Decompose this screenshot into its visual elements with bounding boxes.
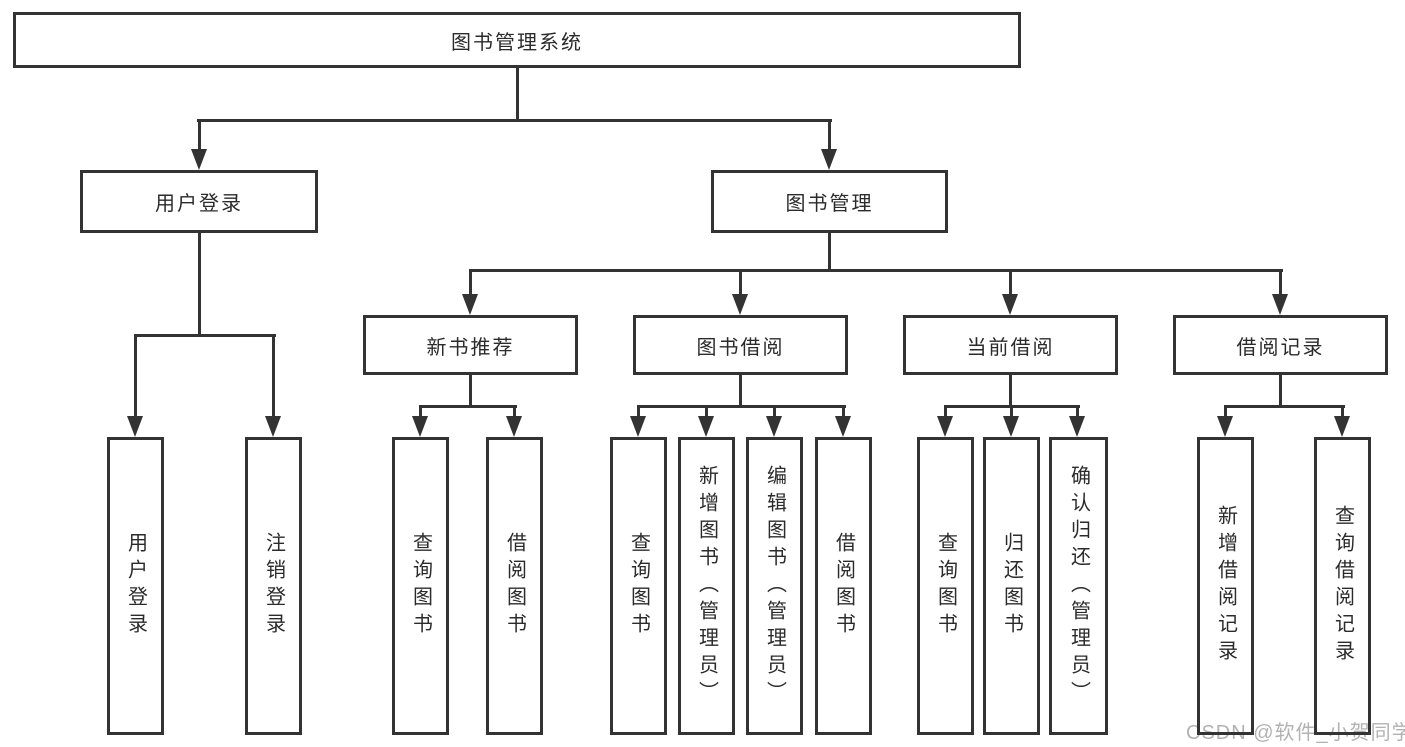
node-book-management: 图书管理 [711,170,948,233]
connector-vline [1279,373,1282,408]
arrow-down-icon [630,416,646,437]
arrow-down-icon [191,149,207,170]
connector-stem [637,405,640,418]
leaf-edit-book-admin-label: 编辑图书（管理员） [763,464,786,708]
connector-stem [828,119,831,151]
arrow-down-icon [835,416,851,437]
leaf-user-login-label: 用户登录 [124,532,147,640]
arrow-down-icon [1003,416,1019,437]
arrow-down-icon [265,416,281,437]
connector-stem [513,405,516,418]
node-root: 图书管理系统 [13,12,1021,68]
arrow-down-icon [127,416,143,437]
leaf-confirm-return-admin-label: 确认归还（管理员） [1067,464,1090,708]
node-current-borrow-label: 当前借阅 [966,336,1055,359]
connector-stem [1009,269,1012,296]
leaf-logout: 注销登录 [245,437,302,735]
leaf-query-book-3: 查询图书 [917,437,974,735]
connector-stem [1010,405,1013,418]
arrow-down-icon [1334,416,1350,437]
arrow-down-icon [937,416,953,437]
arrow-down-icon [506,416,522,437]
connector-vline [1009,373,1012,408]
connector-stem [842,405,845,418]
arrow-down-icon [412,416,428,437]
connector-stem [134,334,137,418]
connector-stem [773,405,776,418]
watermark: CSDN @软件_小贺同学 [1186,722,1405,744]
leaf-query-book-2-label: 查询图书 [627,532,650,640]
node-new-book-recommend-label: 新书推荐 [426,336,515,359]
leaf-return-book: 归还图书 [983,437,1040,735]
leaf-add-borrow-record: 新增借阅记录 [1197,437,1254,735]
arrow-down-icon [462,294,478,315]
connector-stem [944,405,947,418]
connector-vline [516,66,519,122]
leaf-borrow-book-1: 借阅图书 [486,437,543,735]
connector-stem [198,119,201,151]
node-borrow-record-label: 借阅记录 [1236,336,1325,359]
leaf-add-book-admin: 新增图书（管理员） [678,437,735,735]
connector-vline [828,231,831,272]
node-user-login-label: 用户登录 [155,193,243,215]
leaf-borrow-book-2-label: 借阅图书 [832,532,855,640]
leaf-add-book-admin-label: 新增图书（管理员） [695,464,718,708]
connector-vline [198,231,201,337]
node-borrow-record: 借阅记录 [1173,315,1388,375]
node-root-label: 图书管理系统 [451,31,583,54]
node-book-management-label: 图书管理 [785,193,874,215]
connector-stem [1341,405,1344,418]
leaf-user-login: 用户登录 [107,437,164,735]
leaf-logout-label: 注销登录 [262,532,285,640]
arrow-down-icon [1002,294,1018,315]
arrow-down-icon [766,416,782,437]
connector-vline [739,373,742,408]
leaf-query-book-3-label: 查询图书 [934,532,957,640]
connector-hline [637,405,846,408]
leaf-borrow-book-2: 借阅图书 [815,437,872,735]
connector-hline [469,269,1283,272]
node-book-borrow: 图书借阅 [633,315,848,375]
arrow-down-icon [1272,294,1288,315]
connector-stem [1279,269,1282,296]
leaf-query-book-1-label: 查询图书 [409,532,432,640]
leaf-borrow-book-1-label: 借阅图书 [503,532,526,640]
arrow-down-icon [821,149,837,170]
leaf-edit-book-admin: 编辑图书（管理员） [746,437,803,735]
connector-stem [272,334,275,418]
leaf-query-borrow-record-label: 查询借阅记录 [1331,505,1354,667]
connector-hline [134,334,276,337]
arrow-down-icon [1069,416,1085,437]
connector-hline [419,405,517,408]
arrow-down-icon [698,416,714,437]
connector-stem [705,405,708,418]
connector-stem [1224,405,1227,418]
leaf-query-book-2: 查询图书 [610,437,667,735]
connector-stem [1076,405,1079,418]
node-user-login: 用户登录 [80,170,318,233]
connector-stem [739,269,742,296]
arrow-down-icon [732,294,748,315]
leaf-return-book-label: 归还图书 [1000,532,1023,640]
connector-hline [1224,405,1345,408]
leaf-confirm-return-admin: 确认归还（管理员） [1049,437,1108,735]
arrow-down-icon [1217,416,1233,437]
connector-hline [197,119,832,122]
leaf-add-borrow-record-label: 新增借阅记录 [1214,505,1237,667]
leaf-query-borrow-record: 查询借阅记录 [1314,437,1371,735]
connector-stem [419,405,422,418]
node-new-book-recommend: 新书推荐 [363,315,578,375]
leaf-query-book-1: 查询图书 [392,437,449,735]
node-current-borrow: 当前借阅 [903,315,1118,375]
node-book-borrow-label: 图书借阅 [696,336,785,359]
connector-vline [469,373,472,408]
connector-stem [469,269,472,296]
